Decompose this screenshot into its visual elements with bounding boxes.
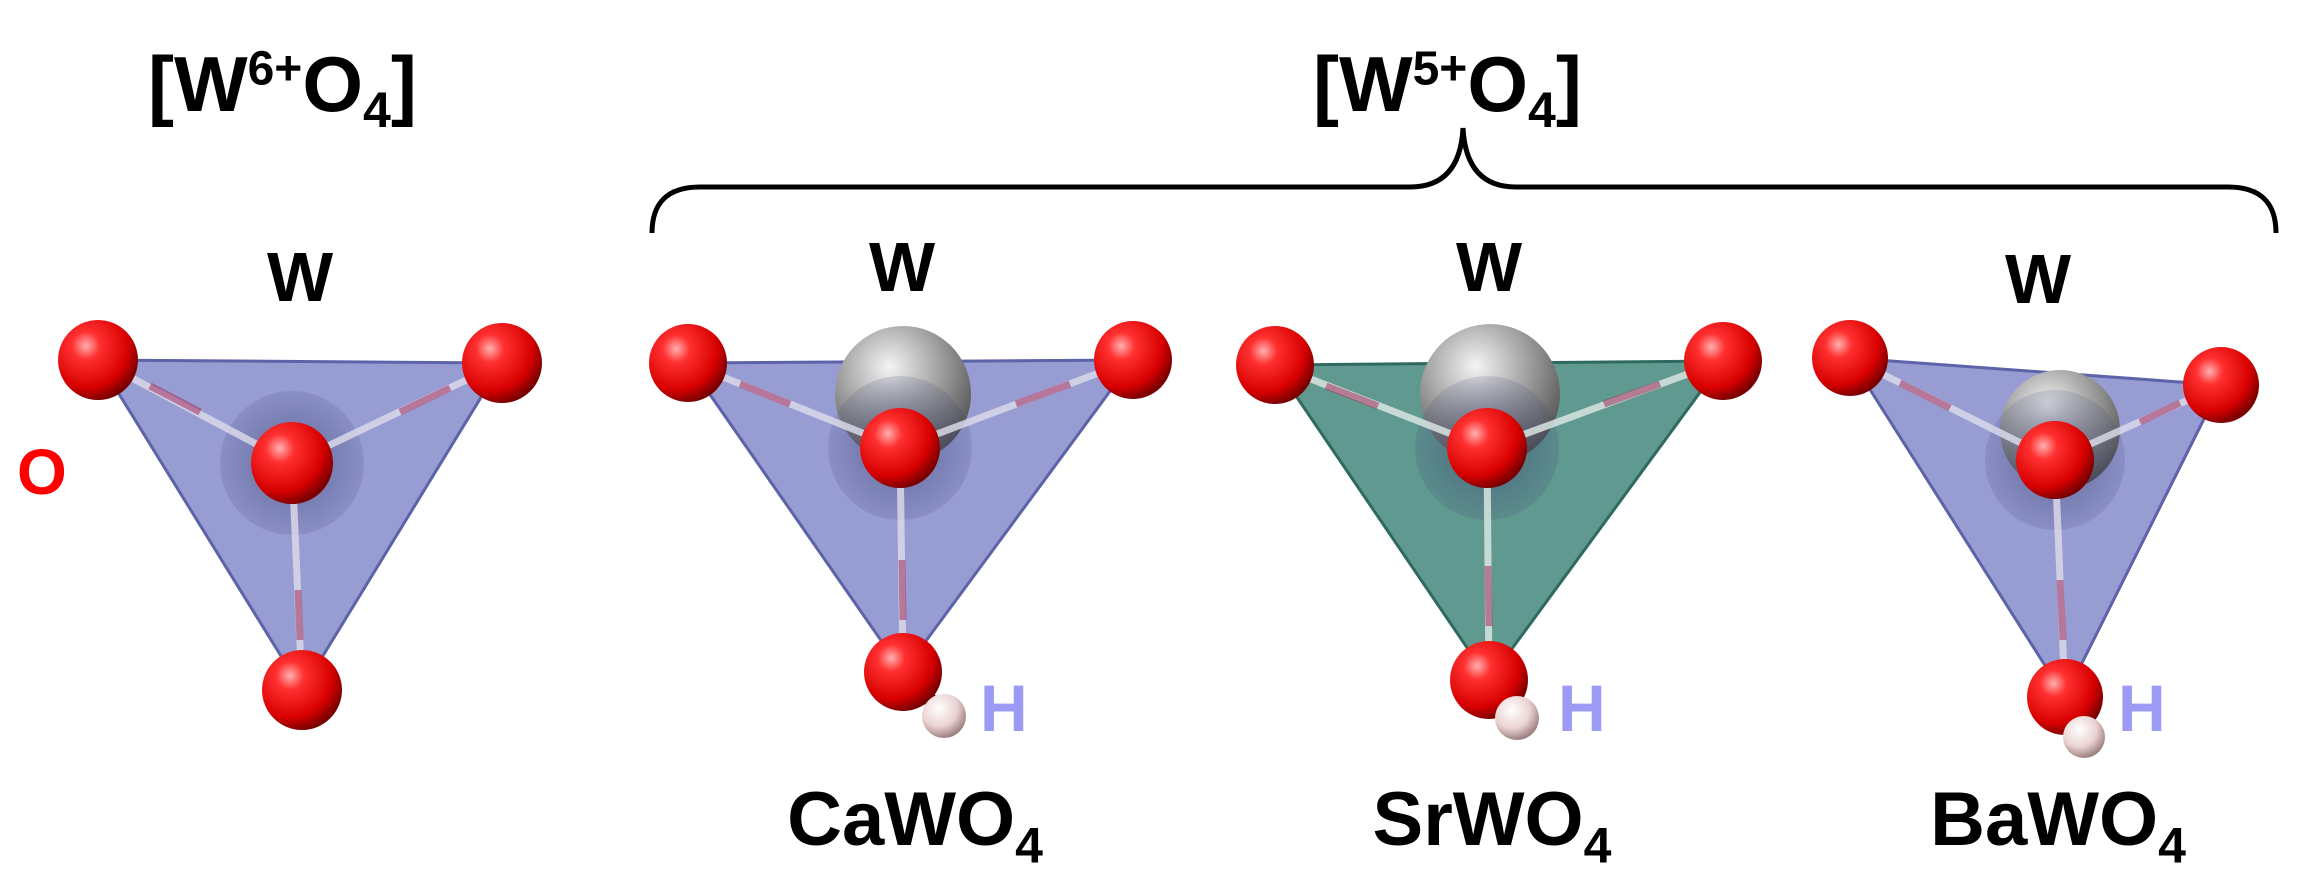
oxygen-atom [1684,322,1762,400]
formula-cawo4: CaWO4 [787,782,1043,871]
title-w6-close: ] [390,40,417,128]
title-w6-sub: 4 [363,82,391,138]
formula-cawo4-sub: 4 [1015,817,1043,874]
title-w6-open: [W [148,40,248,128]
title-w5-o4: [W5+O4] [1313,42,1582,135]
title-w5-o: O [1467,40,1529,128]
formula-cawo4-mid: WO [884,777,1016,862]
oxygen-atom [251,422,333,504]
oxygen-atom [262,650,342,730]
title-w6-charge: 6+ [247,42,303,96]
title-w5-close: ] [1555,40,1582,128]
oxygen-atom [58,320,138,400]
formula-bawo4: BaWO4 [1930,782,2186,871]
oxygen-atom [860,408,940,488]
w-label-3: W [1455,228,1523,306]
group-brace [649,127,2279,234]
w-label-4: W [2004,240,2072,318]
hydrogen-atom [2063,716,2105,758]
tetrahedron-bawo4 [1812,320,2259,758]
oxygen-atom [649,324,727,402]
title-w6-o4: [W6+O4] [148,42,417,135]
title-w5-sub: 4 [1528,82,1556,138]
hydrogen-atom [922,694,966,738]
formula-srwo4-mid: WO [1452,777,1584,862]
oxygen-atom [2016,421,2094,499]
title-w5-open: [W [1313,40,1413,128]
o-label: O [17,436,67,508]
hydrogen-atom [1495,696,1539,740]
oxygen-atom [1094,321,1172,399]
title-w6-o: O [302,40,364,128]
h-label-2: H [1558,671,1606,745]
tetrahedron-w6 [58,320,542,730]
formula-bawo4-mid: WO [2027,777,2159,862]
oxygen-atom [462,323,542,403]
oxygen-atom [1447,408,1527,488]
oxygen-atom [1236,326,1314,404]
formula-srwo4-name: Sr [1372,777,1453,862]
tetrahedron-cawo4 [649,321,1172,738]
h-label-1: H [980,671,1028,745]
oxygen-atom [2183,347,2259,423]
oxygen-atom [864,633,942,711]
formula-srwo4: SrWO4 [1373,782,1612,871]
w-label-2: W [868,228,936,306]
h-label-3: H [2118,671,2166,745]
oxygen-atom [1812,320,1888,396]
title-w5-charge: 5+ [1412,42,1468,96]
w-label-1: W [266,238,334,316]
tetrahedron-srwo4 [1236,322,1762,740]
formula-srwo4-sub: 4 [1583,817,1612,874]
formula-bawo4-name: Ba [1930,777,2028,862]
formula-cawo4-name: Ca [787,777,885,862]
formula-bawo4-sub: 4 [2158,817,2186,874]
